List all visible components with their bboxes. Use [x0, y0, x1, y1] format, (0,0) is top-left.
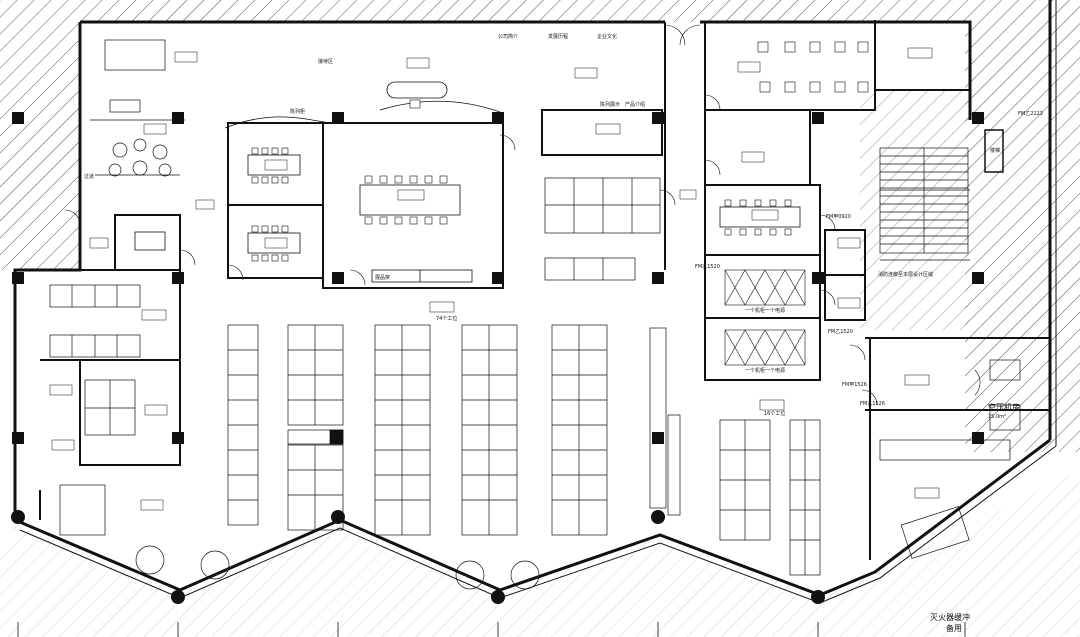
room-tags	[49, 47, 940, 511]
mechanical-area-label: 15.0m²	[988, 414, 1006, 420]
server-racks	[724, 269, 806, 366]
outer-walls-inner	[19, 0, 1057, 604]
workstation-note-1: 74个工位	[436, 315, 457, 322]
room-note-2: 一个机柜一个电源	[745, 367, 785, 374]
workstations	[49, 177, 821, 576]
door-code-4: FM甲1526	[842, 382, 867, 388]
chairs	[251, 41, 869, 262]
workstation-note-2: 16个工位	[764, 410, 785, 417]
exhibit-2-label: 陈列柜	[290, 108, 305, 115]
fire-hydrant-label: 灭火器缓冲	[930, 612, 970, 622]
door-code-6: FM乙2123	[1018, 110, 1043, 117]
exhibit-label: 陈列展示	[600, 101, 620, 108]
door-code-3: FM乙1520	[828, 328, 853, 335]
staircase-note: 消防连廊至本层设计区域	[878, 271, 933, 278]
door-code-1: FM甲0920	[826, 214, 851, 220]
doors	[64, 24, 981, 406]
fire-hydrant-sub-label: 备用	[946, 623, 962, 633]
meeting-tables	[134, 81, 801, 254]
product-intro-label: 产品介绍	[625, 101, 645, 108]
room-note-1: 一个机柜一个电源	[745, 307, 785, 314]
door-code-2: FM乙1520	[695, 263, 720, 270]
lounge-furniture	[59, 39, 1021, 590]
company-intro-label: 公司简介	[498, 33, 518, 40]
grid-ticks	[17, 622, 966, 637]
text-labels: 空压机房 15.0m² 灭火器缓冲 备用 FM甲0920 FM乙1520 FM乙…	[84, 33, 1043, 633]
stair-sign: 楼梯	[990, 147, 1000, 154]
receiving-label: 接待区	[318, 58, 333, 65]
mechanical-room-label: 空压机房	[988, 402, 1020, 412]
staircase	[879, 129, 1004, 254]
model-area-label: 展品架	[375, 275, 390, 281]
corp-culture-label: 企业文化	[597, 33, 617, 40]
door-code-5: FM乙1526	[860, 400, 885, 407]
columns	[11, 112, 984, 604]
interior-walls	[39, 20, 1050, 560]
corridor-label: 过道	[84, 173, 94, 180]
dev-history-label: 发展历程	[548, 33, 568, 40]
thin-partitions	[90, 100, 970, 283]
